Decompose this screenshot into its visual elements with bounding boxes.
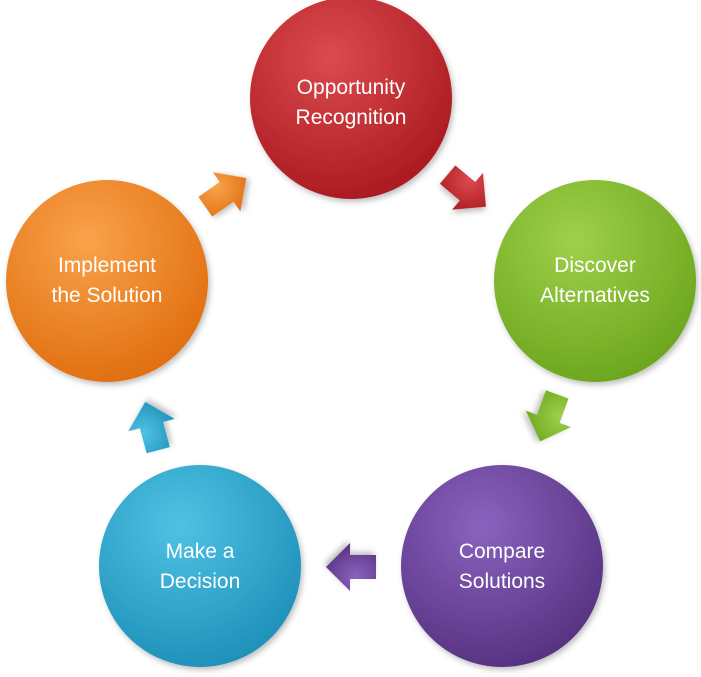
arrow-opportunity-to-discover	[432, 156, 502, 226]
node-label-discover-line2: Alternatives	[540, 284, 650, 307]
node-label-opportunity-line1: Opportunity	[297, 76, 406, 99]
node-label-compare-line2: Solutions	[459, 570, 545, 593]
node-make-a-decision	[99, 465, 301, 667]
node-opportunity-recognition	[250, 0, 452, 199]
node-discover-alternatives	[494, 180, 696, 382]
node-compare-solutions	[401, 465, 603, 667]
node-label-implement-line1: Implement	[58, 254, 156, 277]
node-label-compare-line1: Compare	[459, 540, 545, 563]
node-implement-the-solution	[6, 180, 208, 382]
arrow-decision-to-implement	[122, 395, 182, 457]
node-label-implement-line2: the Solution	[52, 284, 163, 307]
arrow-compare-to-decision	[326, 543, 376, 591]
node-label-decision-line1: Make a	[166, 540, 235, 563]
node-label-decision-line2: Decision	[160, 570, 241, 593]
arrow-discover-to-compare	[517, 386, 580, 450]
node-label-opportunity-line2: Recognition	[296, 106, 407, 129]
node-label-discover-line1: Discover	[554, 254, 636, 277]
arrow-implement-to-opportunity	[191, 158, 261, 227]
